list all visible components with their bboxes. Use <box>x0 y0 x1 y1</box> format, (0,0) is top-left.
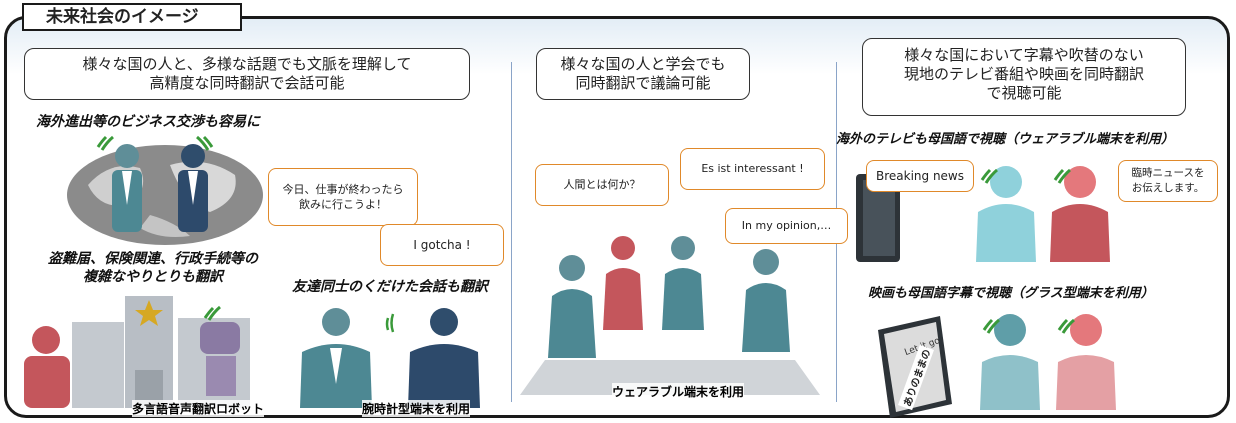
crying-woman <box>24 326 70 408</box>
speech-bubble-question: 人間とは何か？ <box>535 164 669 206</box>
businessman-right <box>178 144 208 232</box>
speech-bubble-opinion: In my opinion,… <box>725 208 848 244</box>
police-emblem-icon <box>135 300 163 326</box>
speech-bubble-english: I gotcha ! <box>380 224 504 266</box>
divider-left <box>511 62 512 402</box>
speech-bubble-german: Es ist interessant ! <box>680 148 825 190</box>
businessman-left <box>112 144 142 232</box>
label-robot: 多言語音声翻訳ロボット <box>132 400 265 417</box>
wave-icon-robot <box>203 305 221 321</box>
globe-illustration <box>67 145 263 245</box>
panel3-heading-line1: 様々な国において字幕や吹替のない <box>904 46 1144 64</box>
wave-icon-1 <box>96 135 114 151</box>
page-title: 未来社会のイメージ <box>22 3 242 31</box>
panel1-heading-line2: 高精度な同時翻訳で会話可能 <box>149 74 345 92</box>
speech-bubble-news-jp-line1: 臨時ニュースを <box>1131 167 1205 179</box>
meeting-illustration <box>520 236 820 395</box>
label-watch: 腕時計型端末を利用 <box>362 400 471 417</box>
wave-icon-tv-1 <box>980 168 998 184</box>
caption-tv: 海外のテレビも母国語で視聴（ウェアラブル端末を利用） <box>836 132 1175 147</box>
tv-illustration <box>856 174 900 262</box>
speech-bubble-breaking-news: Breaking news <box>866 160 974 192</box>
caption-complex-line1: 盗難届、保険関連、行政手続等の <box>48 251 258 267</box>
speech-bubble-japanese: 今日、仕事が終わったら 飲みに行こうよ！ <box>268 168 418 226</box>
panel3-heading-line2: 現地のテレビ番組や映画を同時翻訳 <box>903 65 1144 83</box>
robot-figure <box>200 322 240 396</box>
label-wearable: ウェアラブル端末を利用 <box>612 383 745 400</box>
speech-bubble-japanese-line1: 今日、仕事が終わったら <box>282 183 404 196</box>
wave-icon-movie-2 <box>1057 318 1075 334</box>
wave-icon-watch <box>385 313 395 333</box>
panel2-heading: 様々な国の人と学会でも 同時翻訳で議論可能 <box>536 48 750 100</box>
caption-complex: 盗難届、保険関連、行政手続等の 複雑なやりとりも翻訳 <box>28 250 278 286</box>
panel2-heading-line2: 同時翻訳で議論可能 <box>575 74 711 92</box>
caption-movie: 映画も母国語字幕で視聴（グラス型端末を利用） <box>868 286 1154 301</box>
speech-bubble-japanese-line2: 飲みに行こうよ！ <box>299 198 387 211</box>
wave-icon-tv-2 <box>1053 168 1071 184</box>
wave-icon-movie-1 <box>982 318 1000 334</box>
speech-bubble-news-jp-line2: お伝えします。 <box>1131 182 1205 194</box>
viewers-movie <box>980 314 1116 410</box>
wave-icon-2 <box>196 135 214 151</box>
caption-friends: 友達同士のくだけた会話も翻訳 <box>292 279 488 295</box>
panel1-heading-line1: 様々な国の人と、多様な話題でも文脈を理解して <box>82 55 412 73</box>
caption-business: 海外進出等のビジネス交渉も容易に <box>36 114 260 130</box>
panel3-heading-line3: で視聴可能 <box>986 84 1062 102</box>
panel1-heading: 様々な国の人と、多様な話題でも文脈を理解して 高精度な同時翻訳で会話可能 <box>24 48 470 100</box>
friend-left <box>300 308 372 408</box>
friend-right <box>408 308 480 408</box>
caption-complex-line2: 複雑なやりとりも翻訳 <box>83 269 223 285</box>
viewers-tv <box>976 166 1110 262</box>
panel3-heading: 様々な国において字幕や吹替のない 現地のテレビ番組や映画を同時翻訳 で視聴可能 <box>862 38 1186 116</box>
panel2-heading-line1: 様々な国の人と学会でも <box>560 55 726 73</box>
speech-bubble-news-jp: 臨時ニュースを お伝えします。 <box>1118 160 1218 202</box>
